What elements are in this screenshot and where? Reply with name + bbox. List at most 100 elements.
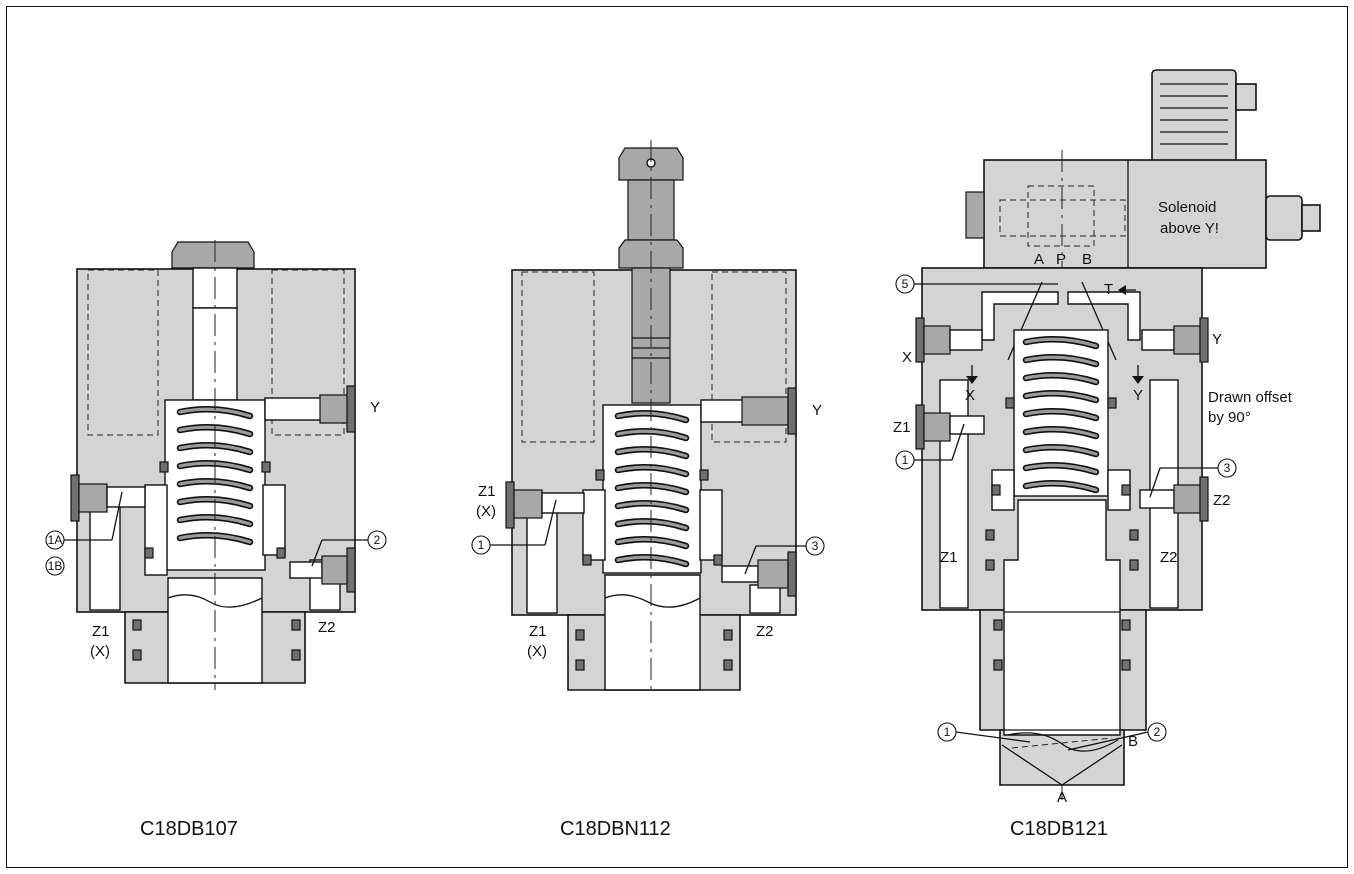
- valve2-seal: [713, 554, 723, 566]
- valve2-y-fitting: [741, 396, 789, 426]
- label-port-p: P: [1056, 251, 1066, 268]
- valve3-piston-lines: [1004, 611, 1120, 731]
- marker-3: [1217, 458, 1237, 478]
- valve2-left-cavity: [582, 489, 606, 561]
- label-a-lower: A: [1057, 789, 1067, 806]
- valve3-seal: [985, 529, 995, 541]
- valve2-break-line: [604, 594, 701, 608]
- valve1-cap-nut: [171, 241, 255, 269]
- valve1-z1-plug: [70, 474, 80, 522]
- leader-3: [744, 545, 757, 575]
- valve2-seal: [575, 629, 585, 641]
- marker-1-lower-text: 1: [944, 725, 951, 739]
- valve3-solenoid-coil: [1265, 195, 1303, 241]
- marker-1-text: 1: [902, 453, 909, 467]
- valve3-pilot-chamber: [1027, 185, 1095, 247]
- leader-1: [951, 423, 965, 461]
- label-z1-side: Z1: [893, 419, 911, 436]
- valve3-seal: [993, 659, 1003, 671]
- marker-5-text: 5: [902, 277, 909, 291]
- valve3-y-port: [1141, 329, 1175, 351]
- valve2-piston: [604, 574, 701, 691]
- marker-3-text: 3: [1224, 461, 1231, 475]
- valve-c18dbn112: Y Z1 (X) Z1 (X) Z2 1 3 C18DBN112: [471, 140, 825, 840]
- marker-1b-text: 1B: [48, 559, 63, 573]
- valve3-seal: [1129, 529, 1139, 541]
- valve1-z2-passage: [289, 561, 323, 579]
- leader-1: [544, 499, 557, 546]
- valve1-seal: [276, 547, 286, 559]
- valve3-z2-fitting: [1173, 484, 1201, 514]
- valve2-seal: [723, 629, 733, 641]
- valve1-seal: [159, 461, 169, 473]
- valve2-spring: [614, 410, 690, 568]
- label-port-a: A: [1034, 251, 1044, 268]
- valve1-z2-plug: [346, 547, 356, 593]
- valve1-z1-fitting: [78, 483, 108, 513]
- leader-3: [1149, 467, 1161, 498]
- valve3-seal: [985, 559, 995, 571]
- valve3-z2-passage: [1139, 489, 1175, 509]
- label-z1: Z1: [92, 623, 110, 640]
- solenoid-note: Solenoid: [1158, 199, 1216, 216]
- valve-c18db121: Solenoid above Y! A P B: [893, 69, 1321, 840]
- valve3-pilot-block: [983, 159, 1267, 269]
- diagram-frame: [6, 6, 1348, 868]
- marker-2-lower-text: 2: [1154, 725, 1161, 739]
- valve1-seal: [144, 547, 154, 559]
- valve3-z2-plug: [1199, 476, 1209, 522]
- marker-5: [895, 274, 915, 294]
- valve2-seal: [575, 659, 585, 671]
- arrow-t-head: [1118, 285, 1126, 295]
- valve1-seal: [291, 649, 301, 661]
- valve3-piston: [1003, 499, 1121, 736]
- valve1-left-channel: [87, 269, 159, 436]
- marker-2-text: 2: [374, 533, 381, 547]
- valve2-z1-plug: [505, 481, 515, 529]
- valve3-seal: [1005, 397, 1015, 409]
- valve2-z2-channel: [749, 584, 781, 614]
- label-z2: Z2: [318, 619, 336, 636]
- leader-1a: [111, 491, 123, 541]
- offset-note: Drawn offset: [1208, 389, 1293, 406]
- marker-1a: [45, 530, 65, 550]
- valve1-z1-channel: [89, 499, 121, 611]
- valve2-right-channel: [711, 271, 787, 443]
- label-x-inner: X: [965, 387, 975, 404]
- valve1-seal: [291, 619, 301, 631]
- label-b-lower: B: [1128, 733, 1138, 750]
- solenoid-note: above Y!: [1160, 220, 1219, 237]
- valve3-cable-gland: [1235, 83, 1257, 111]
- valve3-nozzle-cone: [1001, 744, 1123, 786]
- valve2-seal: [723, 659, 733, 671]
- marker-2: [367, 530, 387, 550]
- valve1-right-channel: [271, 269, 345, 436]
- valve2-right-cavity: [699, 489, 723, 561]
- valve3-seal: [993, 619, 1003, 631]
- label-y: Y: [812, 402, 822, 419]
- valve2-y-plug: [787, 387, 797, 435]
- valve3-z1-fitting: [923, 412, 951, 442]
- valve2-z2-plug: [787, 551, 797, 597]
- valve3-seal: [1129, 559, 1139, 571]
- marker-1a-text: 1A: [48, 533, 63, 547]
- valve2-seal: [582, 554, 592, 566]
- label-y: Y: [370, 399, 380, 416]
- marker-2-lower: [1147, 722, 1167, 742]
- valve3-seal: [1107, 397, 1117, 409]
- valve2-z2-passage: [721, 565, 759, 583]
- valve3-x-plug: [915, 317, 925, 363]
- label-z2-side: Z2: [1213, 492, 1231, 509]
- label-z1: Z1: [940, 549, 958, 566]
- valve3-solenoid-nut: [1301, 204, 1321, 232]
- valve1-left-cavity: [144, 484, 168, 576]
- valve3-break-line: [1007, 732, 1119, 752]
- marker-1: [471, 535, 491, 555]
- valve3-z1-passage: [949, 415, 985, 435]
- valve3-y-passage: [1067, 291, 1141, 341]
- label-z2: Z2: [1160, 549, 1178, 566]
- valve3-x-port: [949, 329, 983, 351]
- valve-c18db107: Y Z1 (X) Z2 1A 1B 2 C18DB107: [45, 240, 387, 840]
- marker-1-lower: [937, 722, 957, 742]
